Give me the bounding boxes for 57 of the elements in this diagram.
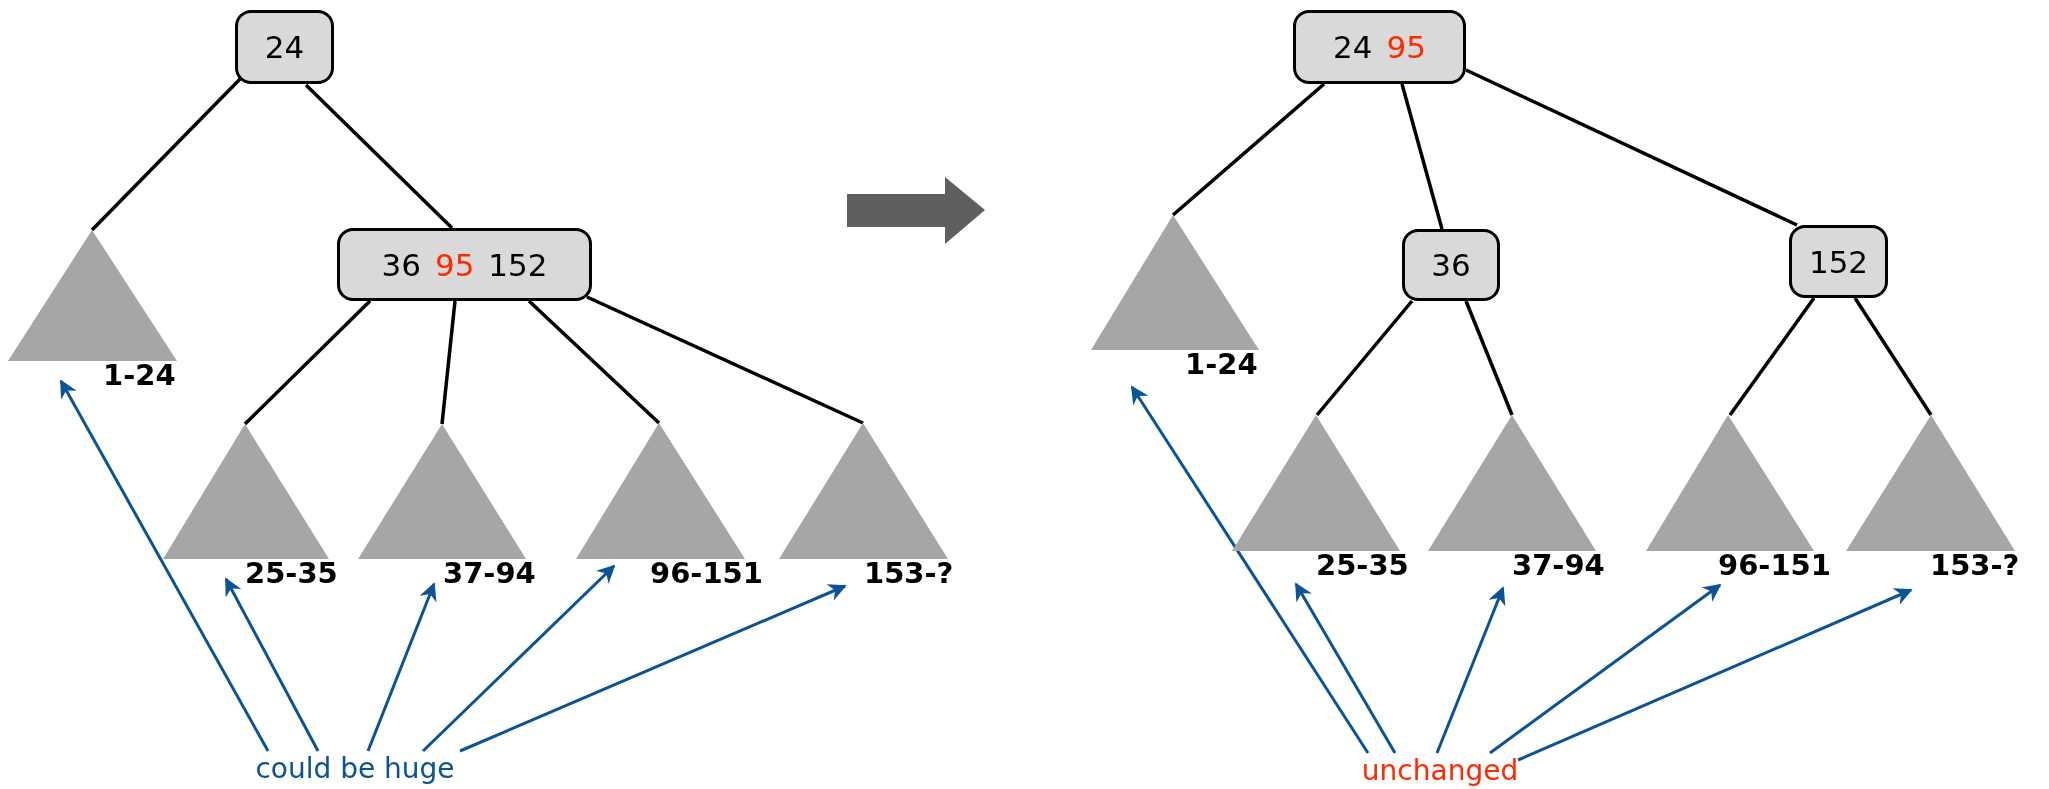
key-range-label: 37-94 [443,557,536,589]
tree-node-box [1293,10,1466,84]
tree-node-box [1402,229,1500,301]
tree-node-box [1789,225,1888,298]
arrow [1435,586,1506,754]
subtree-triangle [358,424,526,559]
subtree-triangle [1646,415,1814,551]
arrow [1294,582,1397,754]
annotation-text: could be huge [254,751,456,787]
tree-branch [243,299,372,426]
tree-branch [1853,297,1933,416]
key-range-label: 153-? [864,557,954,589]
key-range-label: 1-24 [1185,348,1258,380]
arrow [1130,385,1370,754]
subtree-triangle [163,424,329,559]
key-range-label: 153-? [1930,549,2020,581]
subtree-triangle [576,423,745,559]
key-range-label: 96-151 [650,557,763,589]
tree-branch [1465,68,1798,227]
tree-branch [440,300,457,425]
subtree-triangle [1091,215,1259,350]
tree-branch [1464,300,1514,416]
annotation-text: unchanged [1360,753,1520,789]
tree-branch [586,295,864,425]
key-value: 95 [434,246,475,283]
key-range-label: 37-94 [1512,549,1605,581]
key-value: 152 [1808,243,1869,280]
key-value: 95 [1386,29,1426,65]
tree-branch [1315,299,1414,417]
arrow [59,379,270,752]
key-value: 36 [381,246,421,283]
tree-node-box [337,228,592,301]
subtree-triangle [779,423,948,559]
tree-branch [1400,83,1444,230]
arrow [366,582,437,752]
tree-branch [1171,82,1326,217]
subtree-triangle [1846,415,2015,551]
key-value: 24 [264,29,305,65]
key-value: 152 [488,246,548,283]
key-range-label: 25-35 [1316,549,1409,581]
arrow [1489,583,1722,755]
tree-branch [1728,297,1816,416]
key-range-label: 96-151 [1718,549,1831,581]
arrow [1517,588,1913,762]
arrow [421,564,616,753]
key-value: 36 [1431,247,1471,283]
tree-branch [527,299,661,425]
tree-branch [304,83,454,230]
arrow [459,584,847,753]
tree-node-box [235,10,334,84]
subtree-triangle [1428,415,1596,551]
arrow [224,577,320,752]
subtree-triangle [1232,415,1400,551]
subtree-triangle [8,230,177,361]
key-range-label: 1-24 [103,359,176,391]
key-range-label: 25-35 [245,557,338,589]
key-value: 24 [1333,29,1373,65]
